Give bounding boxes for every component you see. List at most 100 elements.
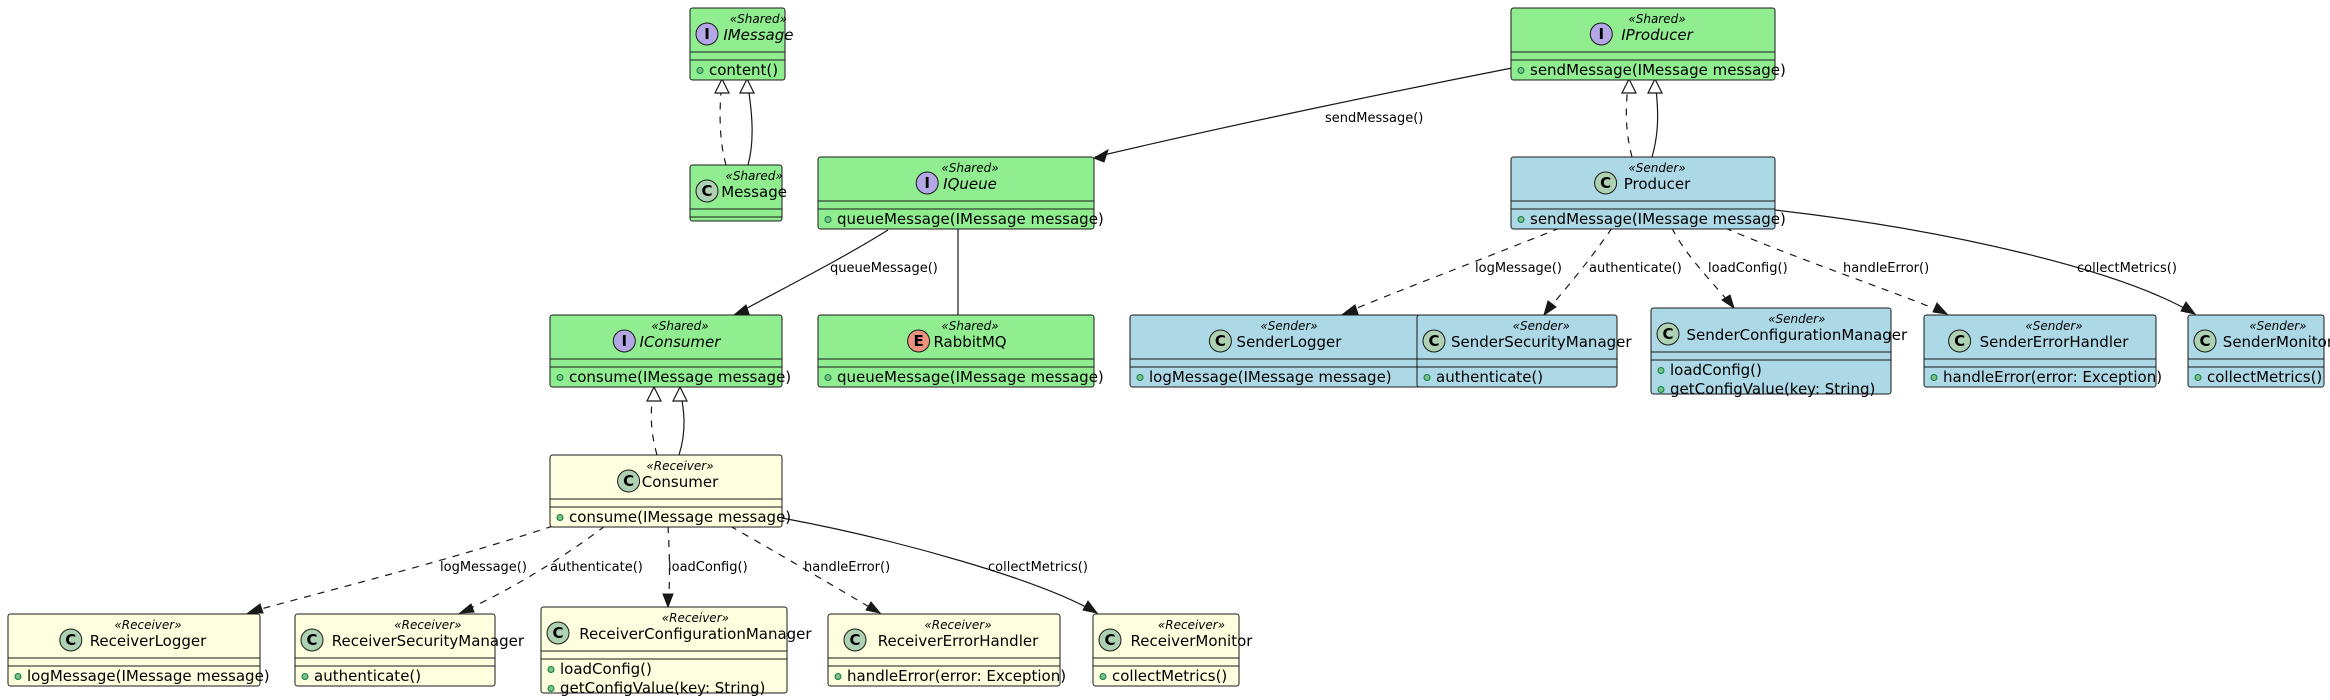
method: consume(IMessage message) (569, 508, 791, 526)
arrow-head (1341, 304, 1359, 315)
label-s-logmessage: logMessage() (1475, 261, 1562, 276)
class-name: ReceiverLogger (90, 632, 207, 650)
class-icon (59, 628, 83, 652)
stereotype: «Sender» (1768, 312, 1825, 326)
edges: sendMessage() queueMessage() logMessage(… (246, 67, 2197, 614)
class-icon (1208, 329, 1232, 353)
stereotype: «Sender» (2249, 319, 2306, 333)
class-box (1650, 307, 1892, 395)
class-icon (300, 628, 324, 652)
arrow-head (1721, 294, 1735, 310)
class-sender-security-manager[interactable]: C«Sender»SenderSecurityManagerauthentica… (1416, 314, 1632, 388)
public-visibility-icon (1517, 216, 1525, 223)
class-box (827, 613, 1061, 687)
method: authenticate() (1436, 368, 1543, 386)
class-icon (1948, 329, 1972, 353)
class-name: SenderErrorHandler (1980, 333, 2130, 351)
triangle-head (672, 385, 688, 402)
edge-producer-to-senderlogger (1344, 227, 1561, 314)
public-visibility-icon (834, 673, 842, 680)
stereotype: «Receiver» (924, 618, 991, 632)
public-visibility-icon (1930, 374, 1938, 381)
arrow-head (458, 603, 475, 614)
arrow-head (732, 304, 750, 316)
icon-letter: C (623, 472, 634, 490)
class-name: SenderMonitor (2223, 333, 2330, 351)
arrow-head (865, 601, 882, 614)
enum-icon (907, 329, 931, 353)
stereotype: «Shared» (725, 169, 782, 183)
interface-icon (612, 329, 636, 353)
triangle-head (1621, 77, 1637, 94)
class-name: SenderSecurityManager (1451, 333, 1632, 351)
edge-producer-to-sendererrorhandler (1724, 227, 1946, 314)
class-message[interactable]: C«Shared»Message (689, 164, 787, 222)
stereotype: «Sender» (2025, 319, 2082, 333)
class-box (817, 314, 1095, 388)
stereotype: «Receiver» (1158, 618, 1225, 632)
edge-producer-to-sendermonitor (1774, 209, 2194, 314)
method: handleError(error: Exception) (1943, 368, 2162, 386)
class-box (1510, 7, 1776, 81)
public-visibility-icon (696, 67, 704, 74)
label-sendmessage: sendMessage() (1325, 111, 1423, 126)
class-name: SenderConfigurationManager (1686, 326, 1907, 344)
stereotype: «Sender» (1513, 319, 1570, 333)
class-receiver-monitor[interactable]: C«Receiver»ReceiverMonitorcollectMetrics… (1092, 613, 1253, 687)
class-name: Message (721, 183, 787, 201)
class-name: IMessage (723, 26, 793, 44)
icon-letter: I (924, 174, 930, 192)
method: loadConfig() (560, 660, 652, 678)
triangle-head (646, 385, 662, 402)
public-visibility-icon (1136, 374, 1144, 381)
label-r-collectmetrics: collectMetrics() (988, 560, 1088, 575)
arrow-head (662, 593, 674, 609)
icon-letter: C (552, 624, 563, 642)
class-icon (1656, 322, 1680, 346)
class-receiver-configuration-manager[interactable]: C«Receiver»ReceiverConfigurationManagerl… (540, 606, 812, 697)
class-icon (695, 179, 719, 203)
icon-letter: I (622, 332, 628, 350)
public-visibility-icon (2194, 374, 2202, 381)
triangle-head (739, 77, 755, 94)
class-box (2187, 314, 2325, 388)
label-r-handleerror: handleError() (804, 560, 890, 575)
edge-iproducer-to-iqueue (1094, 67, 1513, 158)
class-receiver-logger[interactable]: C«Receiver»ReceiverLoggerlogMessage(IMes… (7, 613, 270, 687)
class-receiver-error-handler[interactable]: C«Receiver»ReceiverErrorHandlerhandleErr… (827, 613, 1066, 687)
edge-consumer-to-receivererrorhandler (729, 525, 879, 613)
class-sender-configuration-manager[interactable]: C«Sender»SenderConfigurationManagerloadC… (1650, 307, 1908, 398)
class-sender-error-handler[interactable]: C«Sender»SenderErrorHandlerhandleError(e… (1923, 314, 2162, 388)
arrow-head (1543, 300, 1557, 317)
class-icon (1422, 329, 1446, 353)
class-icon (843, 628, 867, 652)
edge-producer-to-sendersecuritymanager (1544, 227, 1613, 314)
class-sender-logger[interactable]: C«Sender»SenderLoggerlogMessage(IMessage… (1129, 314, 1421, 388)
class-icon (617, 469, 641, 493)
label-r-authenticate: authenticate() (550, 560, 643, 575)
class-name: Producer (1624, 175, 1691, 193)
class-box (549, 314, 783, 388)
arrow-head (1092, 148, 1109, 163)
method: queueMessage(IMessage message) (837, 210, 1104, 228)
interface-icon (1589, 22, 1613, 46)
class-box (1416, 314, 1618, 388)
icon-letter: E (913, 332, 923, 350)
class-icon (1594, 171, 1618, 195)
class-box (689, 164, 783, 222)
icon-letter: C (1215, 332, 1226, 350)
class-name: ReceiverSecurityManager (332, 632, 525, 650)
method: getConfigValue(key: String) (1670, 380, 1875, 398)
class-receiver-security-manager[interactable]: C«Receiver»ReceiverSecurityManagerauthen… (294, 613, 525, 687)
public-visibility-icon (1099, 673, 1107, 680)
